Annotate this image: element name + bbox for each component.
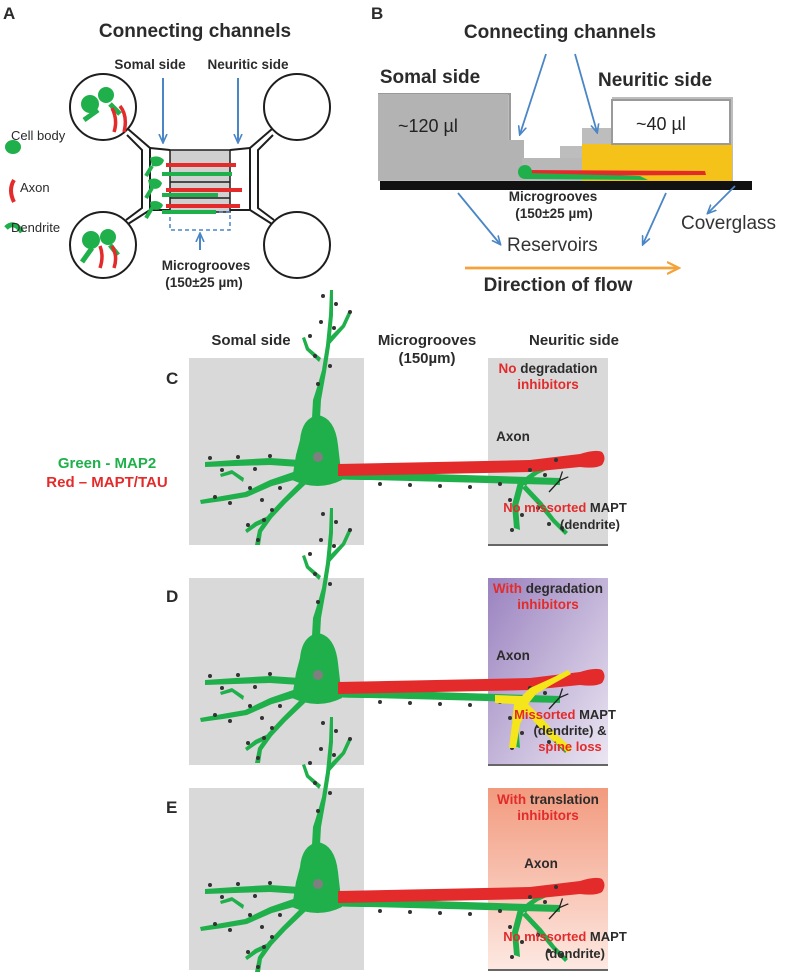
chip-outline <box>69 73 331 279</box>
panel-e-pointer <box>548 907 560 920</box>
header-microgrooves: Microgrooves <box>378 332 476 349</box>
panel-c-letter: C <box>166 369 178 388</box>
nucleus-icon <box>313 879 323 889</box>
header-size: (150µm) <box>399 350 456 367</box>
panel-e-note-line2: (dendrite) <box>545 946 605 961</box>
arrow-coverglass <box>708 185 736 213</box>
panel-e-axon-label: Axon <box>524 856 558 871</box>
dendrite-icon <box>4 222 25 234</box>
panel-e-letter: E <box>166 798 177 817</box>
cell-body-icon <box>5 140 21 154</box>
reservoir-cells <box>79 87 128 269</box>
panel-a-title: Connecting channels <box>99 21 291 42</box>
flow-label: Direction of flow <box>484 275 633 296</box>
legend-dendrite: Dendrite <box>11 220 60 235</box>
vol-left: ~120 µl <box>398 116 458 136</box>
panel-a-size: (150±25 µm) <box>165 275 242 290</box>
panel-d-note-line3: spine loss <box>538 739 602 754</box>
missorted-dendrite <box>495 670 572 753</box>
legend-green: Green - MAP2 <box>58 455 156 472</box>
panel-a-microgrooves: Microgrooves <box>162 258 251 273</box>
panel-b-title: Connecting channels <box>464 22 656 43</box>
panel-c-condition-line1: No degradation <box>498 361 597 376</box>
coverglass-label: Coverglass <box>681 213 776 234</box>
panel-c-pointer <box>548 480 560 493</box>
panel-a-letter: A <box>3 4 15 23</box>
panel-a-legend: Cell body Axon Dendrite <box>4 128 66 235</box>
panel-e-note-line1: No missorted MAPT <box>503 929 627 944</box>
panel-b-size: (150±25 µm) <box>515 206 592 221</box>
axon-icon <box>9 178 16 203</box>
reservoirs-label: Reservoirs <box>507 235 598 256</box>
panel-e-condition-line1: With translation <box>497 792 599 807</box>
panel-a-neuritic-label: Neuritic side <box>207 57 289 72</box>
panel-d-condition-line1: With degradation <box>493 581 603 596</box>
arrow-connecting-right <box>574 53 597 132</box>
panel-d-note-line1: Missorted MAPT <box>514 707 616 722</box>
panel-d: D With degradation inhibitors Axon Misso… <box>166 508 616 766</box>
panel-d-condition-line2: inhibitors <box>517 597 579 612</box>
header-somal: Somal side <box>211 332 290 349</box>
panel-c-note-line1: No missorted MAPT <box>503 500 627 515</box>
nucleus-icon <box>313 452 323 462</box>
panel-b-somal-label: Somal side <box>380 67 480 88</box>
panel-e: E With translation inhibitors Axon No mi… <box>166 717 627 972</box>
legend-red: Red – MAPT/TAU <box>46 474 167 491</box>
panel-c-condition-line2: inhibitors <box>517 377 579 392</box>
arrow-reservoir-right <box>643 192 667 244</box>
panel-e-neuron <box>200 717 605 972</box>
panel-d-pointer <box>548 697 560 710</box>
panel-c-neuron <box>200 290 605 545</box>
panel-c-note-line2: (dendrite) <box>560 517 620 532</box>
panel-b: B Connecting channels Somal side Neuriti… <box>371 4 776 296</box>
panel-c: C No degradation inhibitors Axon No miss… <box>166 290 627 546</box>
panel-e-condition-line2: inhibitors <box>517 808 579 823</box>
legend-cell-body: Cell body <box>11 128 66 143</box>
panel-b-neuritic-label: Neuritic side <box>598 70 712 91</box>
header-neuritic: Neuritic side <box>529 332 619 349</box>
groove-neurites <box>144 156 242 220</box>
panel-d-axon-label: Axon <box>496 648 530 663</box>
panel-d-neuron <box>200 508 605 763</box>
arrow-connecting-left <box>520 53 547 134</box>
panel-c-axon-label: Axon <box>496 429 530 444</box>
arrow-reservoir-left <box>457 192 500 244</box>
legend-axon: Axon <box>20 180 50 195</box>
panel-a-somal-label: Somal side <box>114 57 186 72</box>
chamber-device <box>378 93 752 190</box>
panel-b-letter: B <box>371 4 383 23</box>
panel-d-note-line2: (dendrite) & <box>534 723 607 738</box>
panel-b-microgrooves: Microgrooves <box>509 189 598 204</box>
nucleus-icon <box>313 670 323 680</box>
panel-d-letter: D <box>166 587 178 606</box>
vol-right: ~40 µl <box>636 114 686 134</box>
panel-a: A Connecting channels Somal side Neuriti… <box>3 4 331 290</box>
